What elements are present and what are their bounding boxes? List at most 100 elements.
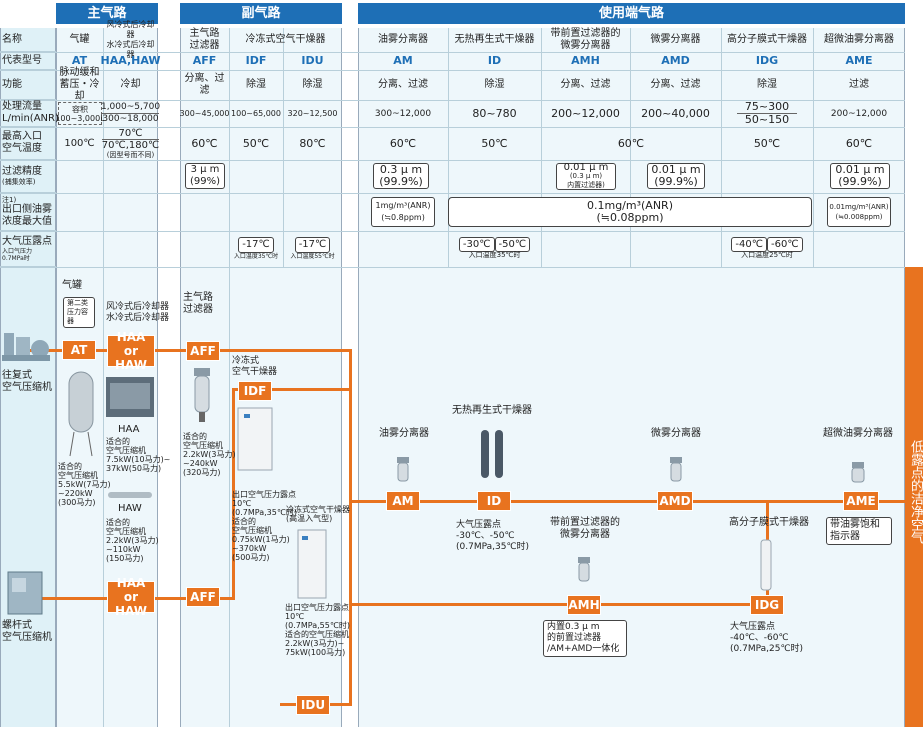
haw-note: 适合的 空气压缩机 2.2kW(3马力) ~110kW (150马力) bbox=[106, 518, 159, 563]
section-main: 主气路 bbox=[56, 3, 158, 24]
idg-dryer-icon bbox=[760, 539, 772, 591]
at-name: 气罐 bbox=[69, 34, 90, 45]
id-title: 无热再生式干燥器 bbox=[452, 405, 532, 416]
amh-flow: 200~12,000 bbox=[551, 106, 620, 120]
ame-note: 带油雾饱和 指示器 bbox=[826, 517, 892, 545]
aff-temp: 60℃ bbox=[191, 136, 218, 150]
idg-temp: 50℃ bbox=[753, 136, 781, 150]
at-code: AT bbox=[71, 54, 88, 67]
am-node[interactable]: AM bbox=[386, 491, 420, 511]
at-temp: 100℃ bbox=[64, 137, 95, 149]
screw-label: 螺杆式 空气压缩机 bbox=[2, 620, 52, 643]
reciprocating-compressor-icon bbox=[2, 333, 50, 361]
aff-code: AFF bbox=[192, 54, 217, 67]
haa-code: HAA,HAW bbox=[100, 54, 161, 67]
idu-flow: 320~12,500 bbox=[287, 108, 338, 118]
id-func: 除湿 bbox=[484, 79, 505, 90]
amd-filter-icon bbox=[670, 457, 682, 482]
idf-title: 冷冻式 空气干燥器 bbox=[232, 356, 278, 377]
id-code: ID bbox=[487, 54, 502, 67]
ame-flow: 200~12,000 bbox=[830, 108, 888, 119]
clean-air-band bbox=[905, 267, 923, 727]
cooler-title: 风冷式后冷却器 水冷式后冷却器 bbox=[106, 302, 170, 323]
ame-filter-icon bbox=[851, 462, 865, 483]
amh-filter-icon bbox=[578, 557, 590, 582]
idf-temp: 50℃ bbox=[242, 136, 270, 150]
id-dryer-icon bbox=[481, 430, 503, 478]
idu-temp: 80℃ bbox=[299, 136, 326, 150]
label-precision: 过滤精度(捕集效率) bbox=[0, 160, 56, 193]
idf-note: 出口空气压力露点 10℃ (0.7MPa,35℃时) 适合的 空气压缩机 0.7… bbox=[232, 490, 297, 562]
amd-func: 分离、过滤 bbox=[650, 79, 701, 90]
label-temp: 最高入口 空气温度 bbox=[0, 127, 56, 160]
aff-func: 分离、过滤 bbox=[184, 73, 225, 96]
haa-haw-node-bottom[interactable]: HAA or HAW bbox=[107, 576, 155, 618]
shared-oil: 0.1mg/m³(ANR)(≒0.08ppm) bbox=[448, 197, 812, 227]
idu-dryer-icon bbox=[297, 529, 327, 599]
idu-node[interactable]: IDU bbox=[296, 695, 330, 715]
amh-title: 带前置过滤器的 微雾分离器 bbox=[550, 517, 620, 540]
aff-name: 主气路 过滤器 bbox=[189, 28, 220, 51]
ame-name: 超微油雾分离器 bbox=[824, 34, 894, 45]
idg-title: 高分子膜式干燥器 bbox=[729, 517, 809, 528]
ame-oil: 0.01mg/m³(ANR)(≒0.008ppm) bbox=[827, 197, 891, 227]
air-tank-icon bbox=[68, 371, 94, 457]
am-name: 油雾分离器 bbox=[378, 34, 428, 45]
amh-code: AMH bbox=[571, 54, 600, 67]
idu-note: 出口空气压力露点 10℃ (0.7MPa,55℃时) 适合的空气压缩机 2.2k… bbox=[285, 603, 350, 657]
aff-node-bottom[interactable]: AFF bbox=[186, 587, 220, 607]
label-name: 名称 bbox=[0, 28, 56, 52]
amh-name: 带前置过滤器的 微雾分离器 bbox=[550, 28, 621, 51]
idf-node[interactable]: IDF bbox=[238, 381, 272, 401]
aff-title: 主气路 过滤器 bbox=[183, 292, 213, 315]
idu-title: 冷冻式空气干燥器 (高温入气型) bbox=[286, 505, 350, 523]
section-use: 使用端气路 bbox=[358, 3, 905, 24]
amh-func: 分离、过滤 bbox=[560, 79, 611, 90]
id-temp: 50℃ bbox=[481, 136, 508, 150]
label-oil: 注1)出口侧油雾 浓度最大值 bbox=[0, 193, 56, 231]
haa-haw-node-top[interactable]: HAA or HAW bbox=[107, 330, 155, 372]
label-dew: 大气压露点入口气压力 0.7MPa时 bbox=[0, 231, 56, 267]
label-func: 功能 bbox=[0, 70, 56, 100]
aff-node-top[interactable]: AFF bbox=[186, 341, 220, 361]
idg-code: IDG bbox=[755, 54, 779, 67]
idg-name: 高分子膜式干燥器 bbox=[727, 34, 807, 45]
am-filter-icon bbox=[397, 457, 409, 482]
amh-node[interactable]: AMH bbox=[567, 595, 601, 615]
haa-label: HAA bbox=[118, 424, 140, 435]
am-oil: 1mg/m³(ANR)(≒0.8ppm) bbox=[371, 197, 435, 227]
amd-node[interactable]: AMD bbox=[657, 491, 693, 511]
idg-node[interactable]: IDG bbox=[750, 595, 784, 615]
air-cooler-icon bbox=[106, 377, 154, 417]
aff-note: 适合的 空气压缩机 2.2kW(3马力) ~240kW (320马力) bbox=[183, 432, 236, 477]
water-cooler-icon bbox=[108, 492, 152, 498]
at-func: 脉动缓和 蓄压・冷却 bbox=[59, 67, 100, 102]
amh-note: 内置0.3 µ m 的前置过滤器 /AM+AMD一体化 bbox=[543, 620, 627, 657]
idf-dryer-icon bbox=[237, 407, 273, 471]
id-name: 无热再生式干燥器 bbox=[454, 34, 535, 45]
haa-name: 风冷式后冷却器 水冷式后冷却器 bbox=[106, 20, 155, 59]
tank-title: 气罐 bbox=[62, 280, 82, 291]
tank-note: 适合的 空气压缩机 5.5kW(7马力) ~220kW (300马力) bbox=[58, 462, 111, 507]
aff-flow: 300~45,000 bbox=[179, 108, 230, 118]
at-node[interactable]: AT bbox=[62, 340, 96, 360]
label-flow: 处理流量 L/min(ANR) bbox=[0, 100, 59, 127]
idu-code: IDU bbox=[301, 54, 324, 67]
am-flow: 300~12,000 bbox=[374, 108, 432, 119]
amd-name: 微雾分离器 bbox=[650, 34, 701, 45]
amd-title: 微雾分离器 bbox=[651, 428, 701, 439]
tank-class: 第二类 压力容器 bbox=[63, 297, 95, 328]
idf-code: IDF bbox=[245, 54, 267, 67]
aff-filter-icon bbox=[194, 368, 210, 422]
shared-temp: 60℃ bbox=[617, 136, 645, 150]
am-func: 分离、过滤 bbox=[378, 79, 428, 90]
ame-node[interactable]: AME bbox=[843, 491, 879, 511]
id-node[interactable]: ID bbox=[477, 491, 511, 511]
idf-func: 除湿 bbox=[246, 79, 266, 90]
